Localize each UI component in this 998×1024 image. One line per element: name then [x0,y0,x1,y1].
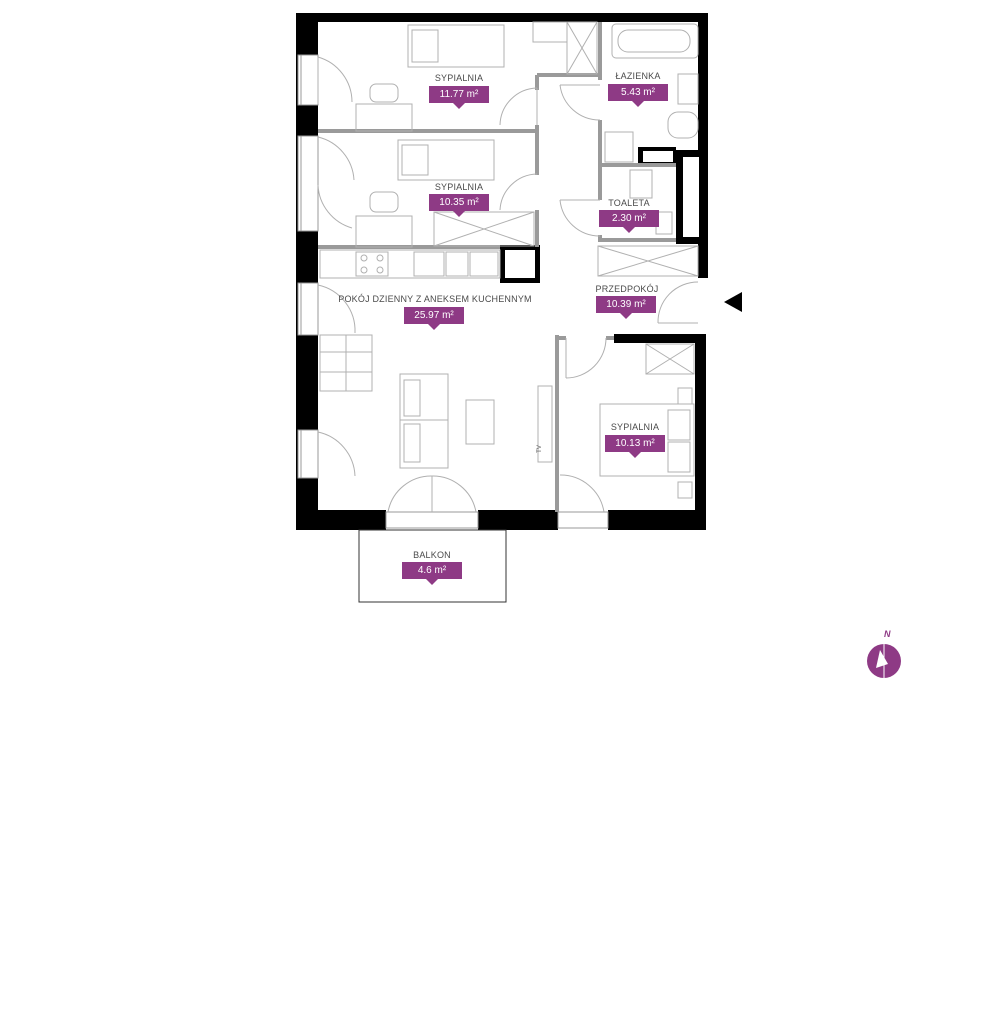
area-value: 10.39 m² [596,296,656,313]
room-name-pokoj-dzienny: POKÓJ DZIENNY Z ANEKSEM KUCHENNYM [338,294,532,304]
area-value: 2.30 m² [599,210,659,227]
area-value: 11.77 m² [429,86,489,103]
room-name-balkon: BALKON [413,550,451,560]
room-area-toaleta: 2.30 m² [599,210,659,233]
area-value: 5.43 m² [608,84,668,101]
room-area-pokoj-dzienny: 25.97 m² [404,307,464,330]
furniture [319,21,699,499]
windows [297,54,609,529]
area-value: 25.97 m² [404,307,464,324]
compass-north-label: N [884,629,891,639]
door-swings [317,56,699,513]
room-name-sypialnia-2: SYPIALNIA [434,182,484,192]
area-value: 10.35 m² [429,194,489,211]
interior-walls [318,22,676,512]
room-name-lazienka: ŁAZIENKA [615,71,661,81]
area-value: 4.6 m² [402,562,462,579]
room-area-sypialnia-1: 11.77 m² [429,86,489,109]
room-area-sypialnia-3: 10.13 m² [605,435,665,458]
tv-label: TV [536,445,543,453]
room-area-sypialnia-2: 10.35 m² [429,194,489,217]
room-area-przedpokoj: 10.39 m² [596,296,656,319]
balcony-outline [358,529,507,603]
compass-icon [867,644,901,678]
entrance-arrow-icon [724,292,742,312]
room-name-toaleta: TOALETA [608,198,650,208]
room-area-balkon: 4.6 m² [402,562,462,585]
area-value: 10.13 m² [605,435,665,452]
room-area-lazienka: 5.43 m² [608,84,668,107]
room-name-przedpokoj: PRZEDPOKÓJ [595,284,659,294]
room-name-sypialnia-1: SYPIALNIA [434,73,484,83]
room-name-sypialnia-3: SYPIALNIA [610,422,660,432]
shafts [500,147,706,283]
